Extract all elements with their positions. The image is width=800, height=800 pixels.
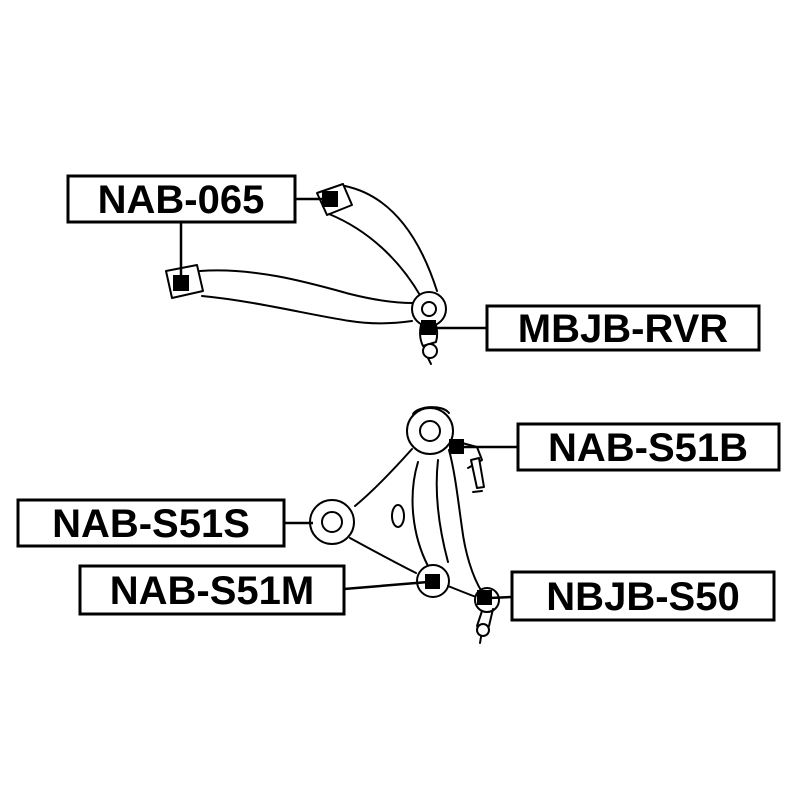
marker-upper-front-bushing: [322, 191, 338, 207]
marker-upper-ball-joint: [421, 320, 436, 335]
connector-markers: [173, 191, 492, 605]
label-box: [16, 498, 286, 548]
lower-control-arm-illustration: [309, 406, 500, 644]
part-label-mbjb-rvr: MBJB-RVR: [485, 304, 761, 352]
part-label-nab-065: NAB-065: [66, 174, 297, 224]
part-label-nab-s51s: NAB-S51S: [16, 498, 286, 548]
leader-nbjb-s50: [489, 595, 513, 600]
part-label-nbjb-s50: NBJB-S50: [510, 570, 776, 622]
marker-lower-ball-joint: [477, 590, 492, 605]
marker-lower-front-bushing: [449, 439, 464, 454]
leader-nab-s51m: [343, 580, 429, 591]
label-text: MBJB-RVR: [518, 307, 729, 351]
label-text: NAB-S51S: [52, 502, 250, 546]
label-text: NBJB-S50: [546, 575, 739, 619]
label-box: [485, 304, 761, 352]
label-text: NAB-S51M: [110, 569, 314, 613]
label-text: NAB-065: [98, 178, 265, 222]
label-text: NAB-S51B: [548, 426, 748, 470]
upper-control-arm-illustration: [165, 183, 447, 365]
part-label-nab-s51b: NAB-S51B: [516, 422, 781, 472]
label-box: [78, 564, 346, 616]
label-box: [66, 174, 297, 224]
marker-upper-rear-bushing: [173, 275, 189, 291]
leader-lines: [179, 197, 518, 600]
marker-lower-middle-bushing: [425, 574, 440, 589]
part-label-nab-s51m: NAB-S51M: [78, 564, 346, 616]
label-box: [510, 570, 776, 622]
label-box: [516, 422, 781, 472]
